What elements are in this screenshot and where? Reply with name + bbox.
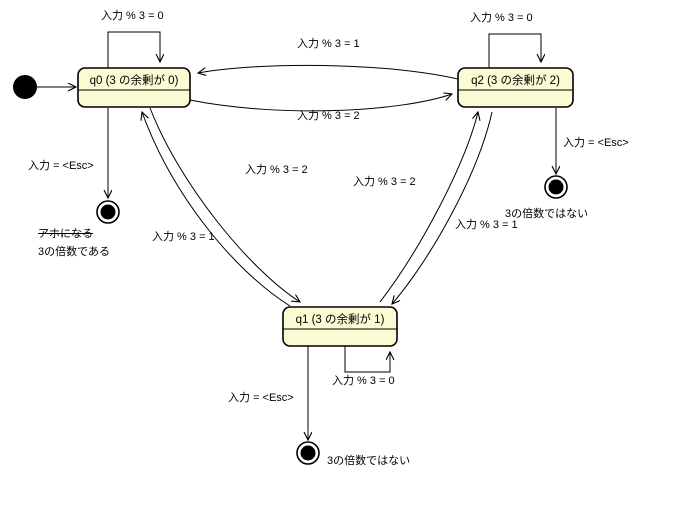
edge-q1-to-q0	[142, 112, 291, 307]
final-state-node-q2	[544, 175, 568, 199]
edge-q2-self-loop	[488, 33, 541, 68]
edge-label-q0-to-q1: 入力 % 3 = 2	[245, 164, 308, 176]
note-q0-end: 3の倍数である	[38, 246, 111, 258]
state-label-q2: q2 (3 の余剰が 2)	[471, 75, 560, 87]
edge-label-q1-to-q0: 入力 % 3 = 1	[152, 231, 215, 243]
edge-q0-self-loop	[107, 31, 160, 68]
edge-label-q2-to-q0: 入力 % 3 = 1	[297, 38, 360, 50]
state-node-q2[interactable]	[457, 67, 574, 108]
edge-label-q0-to-q2: 入力 % 3 = 2	[297, 110, 360, 122]
initial-state-node	[13, 75, 37, 99]
edge-label-q0-to-end: 入力 = <Esc>	[28, 160, 94, 172]
edge-q1-to-q2	[379, 112, 478, 303]
final-state-node-q1	[296, 441, 320, 465]
edge-label-q0-self-loop: 入力 % 3 = 0	[101, 10, 164, 22]
final-state-node-q0	[96, 200, 120, 224]
state-node-q1[interactable]	[282, 306, 398, 347]
edge-q2-to-q0	[198, 64, 459, 80]
edge-label-q1-to-end: 入力 = <Esc>	[228, 392, 294, 404]
edge-label-q2-self-loop: 入力 % 3 = 0	[470, 12, 533, 24]
state-label-q1: q1 (3 の余剰が 1)	[295, 314, 385, 326]
edge-q2-to-q1	[392, 111, 493, 304]
state-label-q0: q0 (3 の余剰が 0)	[89, 75, 179, 87]
edge-label-q1-to-q2: 入力 % 3 = 2	[353, 176, 416, 188]
edge-label-q2-to-end: 入力 = <Esc>	[563, 137, 629, 149]
note-q1-end: 3の倍数ではない	[327, 455, 411, 467]
edge-q0-to-q1	[149, 107, 300, 302]
edge-q1-self-loop	[344, 346, 390, 373]
edge-label-q1-self-loop: 入力 % 3 = 0	[332, 375, 395, 387]
edge-q0-to-q2	[189, 94, 452, 112]
note-q0-end-struck: アホになる	[38, 228, 93, 240]
state-node-q0[interactable]	[77, 67, 191, 108]
edge-label-q2-to-q1: 入力 % 3 = 1	[455, 219, 518, 231]
note-q2-end: 3の倍数ではない	[505, 208, 589, 220]
